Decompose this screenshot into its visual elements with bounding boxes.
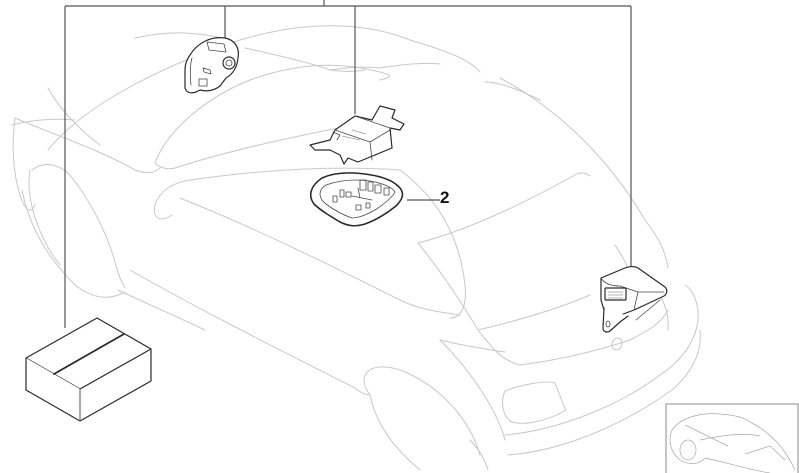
leader-lines [64, 0, 632, 328]
installation-kit-box[interactable] [25, 317, 152, 422]
vehicle-overview-thumbnail[interactable] [665, 403, 799, 473]
alarm-control-unit[interactable] [600, 265, 668, 333]
car-body-outline [11, 25, 701, 471]
interior-movement-sensor[interactable] [309, 172, 404, 227]
alarm-siren[interactable] [184, 37, 240, 94]
callout-label-2[interactable]: 2 [440, 189, 450, 207]
tilt-sensor-module[interactable] [309, 105, 405, 165]
